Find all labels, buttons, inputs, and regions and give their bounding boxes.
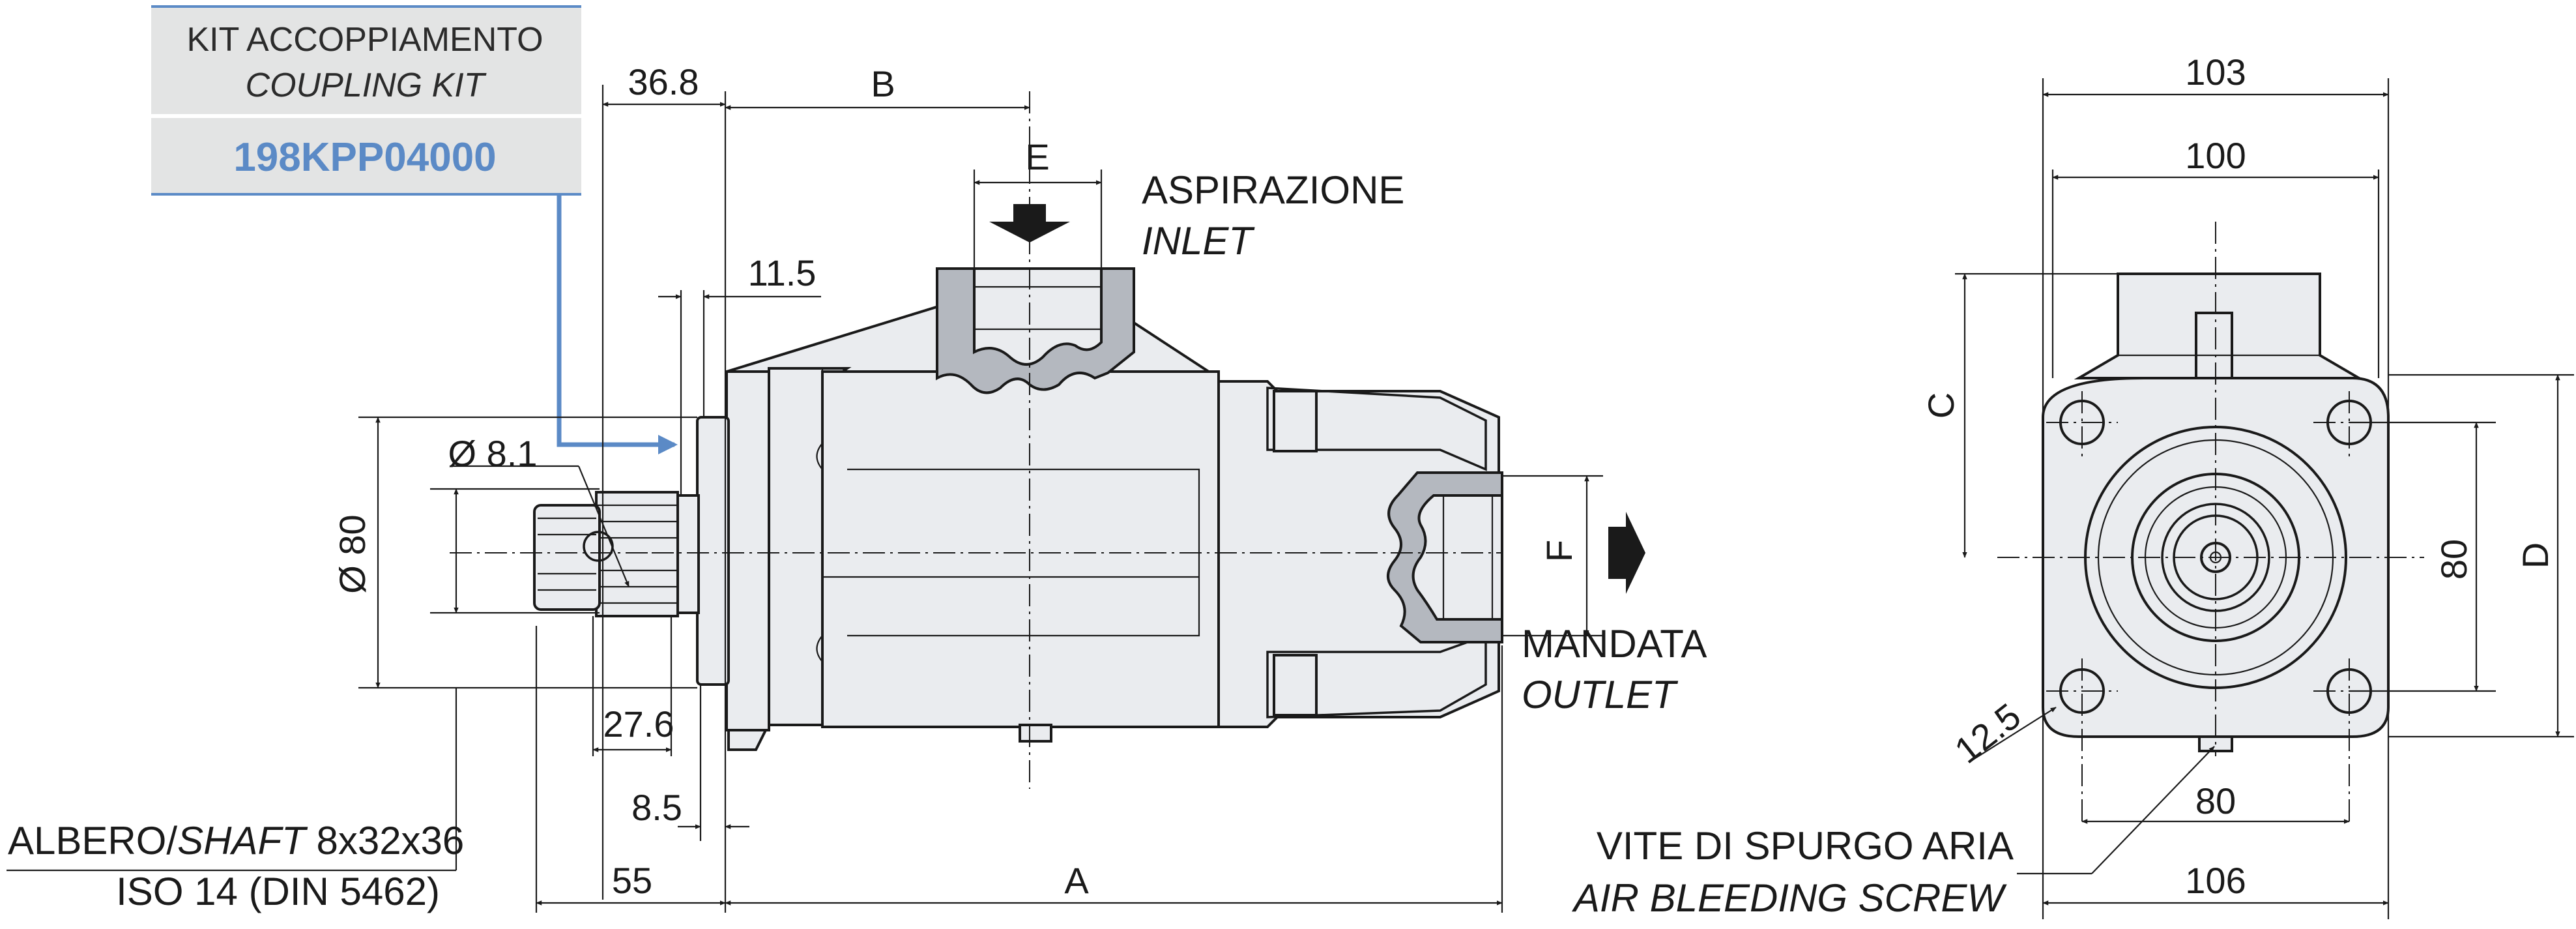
dim-d: D [2515, 542, 2556, 568]
kit-code: 198KPP04000 [233, 135, 496, 180]
dim-c: C [1920, 392, 1961, 419]
outlet-label-it: MANDATA [1522, 622, 1707, 666]
pump-side-view [358, 85, 1645, 913]
inlet-label-en: INLET [1142, 219, 1255, 263]
dim-12-5: 12.5 [1947, 695, 2029, 771]
dim-phi-80: Ø 80 [332, 514, 373, 593]
dim-27-6: 27.6 [603, 703, 674, 745]
bleed-screw-label-en: AIR BLEEDING SCREW [1572, 876, 2007, 920]
inlet-flow-arrow [989, 204, 1070, 243]
shaft-size: 8x32x36 [306, 819, 465, 863]
dim-80-vertical: 80 [2433, 539, 2474, 580]
side-view-labels: ASPIRAZIONE INLET MANDATA OUTLET ALBERO/… [8, 168, 1707, 913]
bleed-screw-label-it: VITE DI SPURGO ARIA [1597, 824, 2014, 868]
outlet-flow-arrow [1608, 512, 1645, 594]
dim-a: A [1064, 860, 1089, 901]
dim-b: B [871, 63, 895, 104]
kit-panel [151, 7, 581, 196]
kit-title-it: KIT ACCOPPIAMENTO [186, 21, 543, 59]
kit-pointer-arrow [557, 194, 678, 454]
dim-f: F [1539, 540, 1580, 562]
outlet-label-en: OUTLET [1522, 673, 1679, 716]
dim-103: 103 [2185, 52, 2246, 93]
coupling-kit-box: KIT ACCOPPIAMENTO COUPLING KIT 198KPP040… [151, 5, 678, 454]
dim-100: 100 [2185, 135, 2246, 176]
dim-55: 55 [612, 860, 652, 901]
pump-front-view [1955, 78, 2574, 919]
kit-title-en: COUPLING KIT [246, 66, 487, 104]
shaft-standard: ISO 14 (DIN 5462) [116, 870, 440, 913]
shaft-word: SHAFT [177, 819, 308, 863]
shaft-label: ALBERO/SHAFT 8x32x36 [8, 819, 464, 863]
dim-e: E [1025, 136, 1049, 177]
dim-8-5: 8.5 [631, 787, 682, 828]
side-view-dimensions: 36.8 B E 11.5 Ø 8.1 Ø 80 27.6 8.5 55 A F [7, 61, 1589, 906]
dim-phi-8-1: Ø 8.1 [448, 433, 538, 474]
dim-11-5: 11.5 [748, 252, 817, 293]
front-view-labels: VITE DI SPURGO ARIA AIR BLEEDING SCREW [1572, 824, 2014, 920]
dim-106: 106 [2185, 860, 2246, 901]
shaft-prefix: ALBERO/ [8, 819, 177, 863]
dim-36-8: 36.8 [628, 61, 699, 102]
dim-80-horizontal: 80 [2195, 780, 2236, 821]
inlet-label-it: ASPIRAZIONE [1142, 168, 1404, 212]
